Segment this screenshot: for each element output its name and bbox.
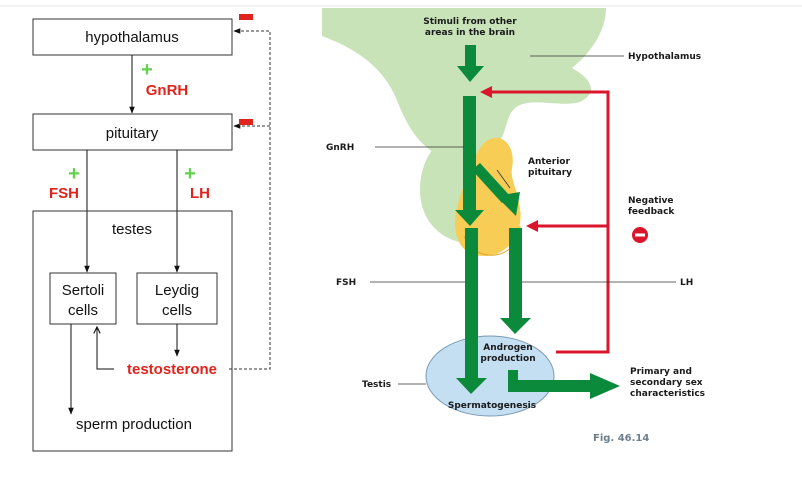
testes-box (32, 210, 233, 452)
sertoli-label-line2: cells (68, 302, 98, 319)
right-textbook-figure: Stimuli from other areas in the brain Hy… (322, 8, 705, 444)
gnrh-fig-label: GnRH (326, 143, 354, 153)
label-leader-lines (370, 55, 676, 385)
anterior-pituitary-shape (455, 137, 521, 256)
primary-label-line3: characteristics (630, 389, 705, 399)
pituitary-label: pituitary (106, 125, 159, 142)
lh-label: LH (190, 185, 210, 202)
primary-secondary-output-arrow (508, 370, 620, 399)
lh-arrowhead (500, 318, 531, 334)
primary-label-line2: secondary sex (630, 378, 703, 388)
lh-fig-label: LH (680, 278, 693, 288)
testis-fig-label: Testis (362, 380, 391, 390)
stimuli-arrowhead (457, 66, 484, 82)
gnrh-plus-sign: + (141, 59, 153, 81)
feedback-to-hypothalamus-red-arrow (486, 90, 610, 354)
androgen-label-line1: Androgen (483, 343, 532, 353)
gnrh-diagonal-arrowhead (496, 192, 520, 216)
sertoli-label-line1: Sertoli (62, 282, 105, 299)
leydig-label-line1: Leydig (155, 282, 199, 299)
sertoli-cells-box (49, 272, 117, 325)
fsh-arrowhead (456, 378, 487, 394)
testes-label: testes (112, 221, 152, 238)
spermatogenesis-label: Spermatogenesis (448, 401, 536, 411)
testosterone-label: testosterone (127, 361, 217, 378)
negative-feedback-label-line2: feedback (628, 207, 675, 217)
feedback-to-hypothalamus-dashed-arrow (229, 28, 271, 370)
stimuli-arrow-shaft (465, 45, 476, 67)
hypothalamus-shape (322, 8, 606, 178)
fsh-label: FSH (49, 185, 79, 202)
feedback-arrowhead-pituitary (526, 220, 538, 232)
gnrh-label: GnRH (146, 82, 189, 99)
negative-feedback-label-line1: Negative (628, 196, 674, 206)
fsh-fig-label: FSH (336, 278, 356, 288)
lh-plus-sign: + (184, 163, 196, 185)
lh-shaft (509, 228, 522, 320)
gnrh-arrowhead (455, 210, 484, 226)
pituitary-box (32, 113, 233, 151)
feedback-arrowhead-top (480, 86, 492, 98)
pituitary-minus-sign (239, 119, 253, 125)
testosterone-to-sertoli-arrow (97, 327, 114, 370)
stimuli-label-line1: Stimuli from other (423, 17, 517, 27)
hypothalamus-label: hypothalamus (85, 29, 178, 46)
figure-number-label: Fig. 46.14 (593, 433, 649, 444)
hypothalamus-fig-label: Hypothalamus (628, 52, 701, 62)
hypothalamus-minus-sign (239, 14, 253, 20)
fsh-plus-sign: + (68, 163, 80, 185)
sperm-production-label: sperm production (76, 416, 192, 433)
gnrh-diagonal-shaft (472, 163, 510, 203)
leydig-cells-box (136, 272, 218, 325)
anterior-pituitary-label-line1: Anterior (528, 157, 570, 167)
anterior-pituitary-label-line2: pituitary (528, 168, 572, 178)
left-flow-diagram: hypothalamus + GnRH pituitary + FSH + LH… (0, 5, 802, 452)
fsh-shaft (465, 228, 478, 380)
minus-glyph (635, 233, 645, 237)
stimuli-label-line2: areas in the brain (425, 28, 515, 38)
testis-shape (425, 335, 555, 417)
leydig-label-line2: cells (162, 302, 192, 319)
gnrh-shaft (463, 96, 476, 212)
primary-label-line1: Primary and (630, 367, 692, 377)
androgen-label-line2: production (480, 354, 535, 364)
green-hormone-arrows (455, 45, 620, 399)
